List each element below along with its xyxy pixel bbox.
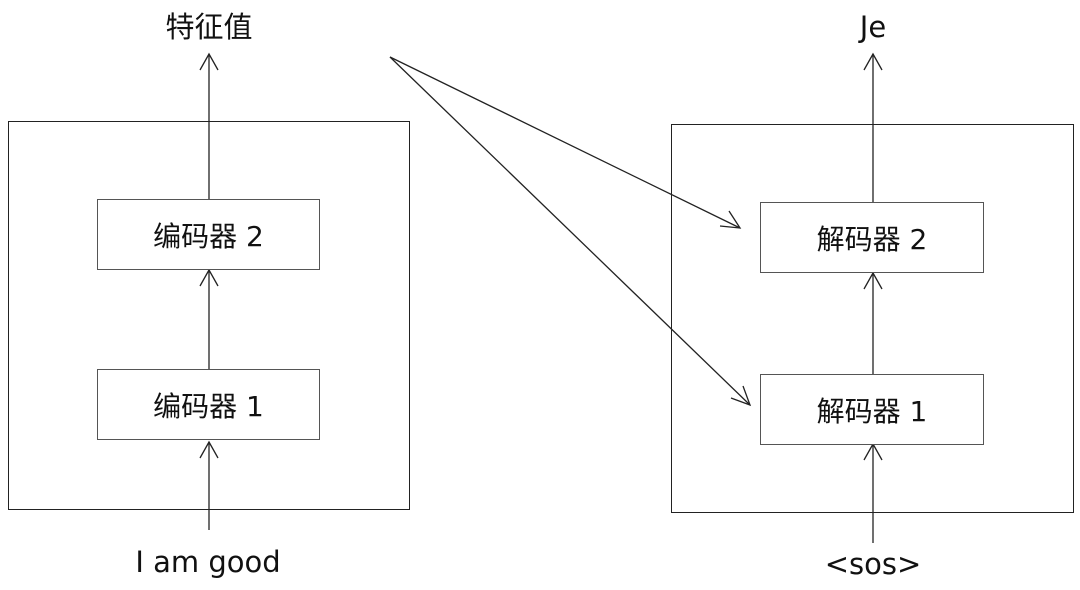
decoder-output-label: Je (859, 10, 887, 44)
encoder-output-label: 特征值 (165, 10, 253, 44)
encoder-block-1: 编码器 1 (97, 369, 320, 440)
decoder-input-label: <sos> (824, 547, 922, 581)
encoder-block-2: 编码器 2 (97, 199, 320, 270)
decoder-block-1: 解码器 1 (760, 374, 984, 445)
arrow-features-to-decoder-2 (389, 56, 741, 229)
encoder-input-label: I am good (135, 545, 281, 579)
decoder-stack (671, 124, 1074, 513)
encoder-stack (8, 121, 410, 510)
decoder-block-2: 解码器 2 (760, 202, 984, 273)
arrow-features-to-decoder-1 (389, 56, 751, 406)
